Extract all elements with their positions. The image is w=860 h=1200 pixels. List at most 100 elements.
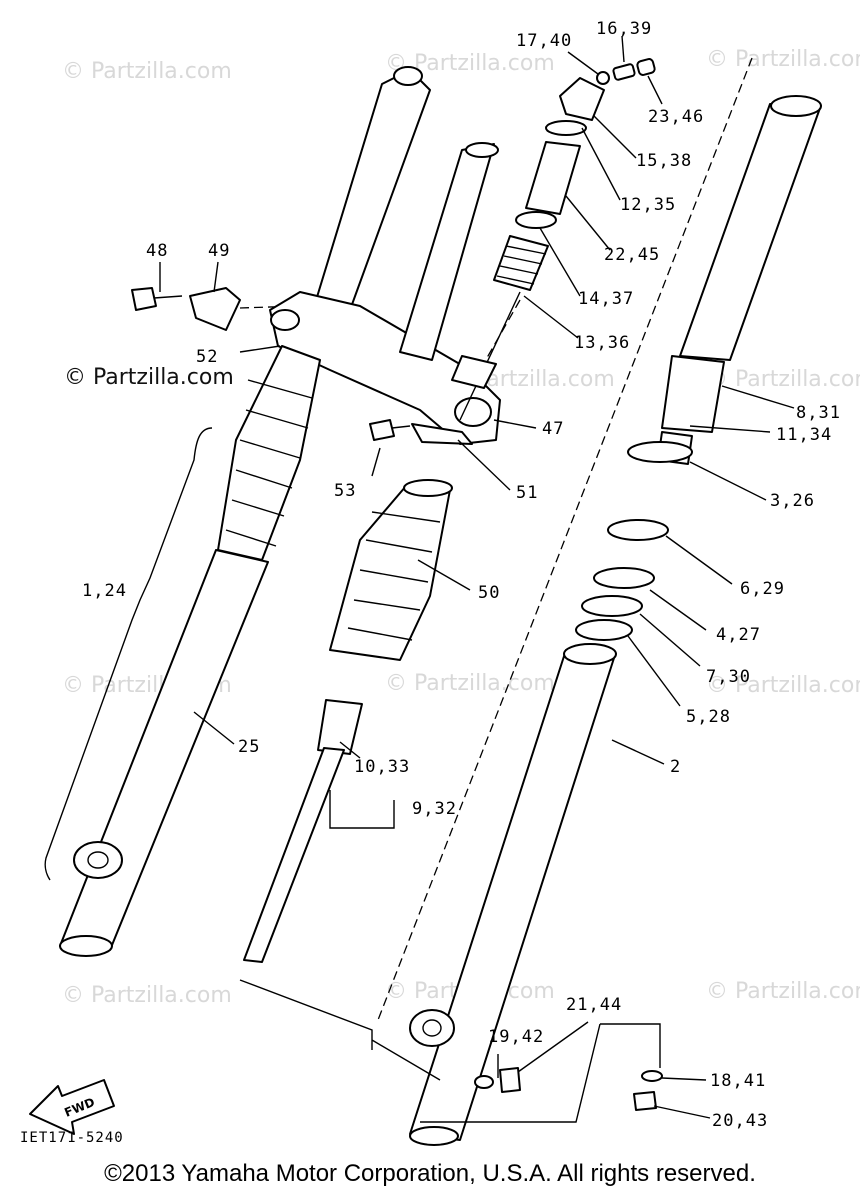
center-parts (243, 479, 453, 963)
washer-19-42 (474, 1075, 494, 1089)
damper-rod-9-32 (243, 747, 345, 963)
callout-21-44: 21,44 (566, 995, 622, 1015)
cap-bolt-15-38 (559, 77, 605, 121)
right-outer-top (563, 643, 617, 665)
callout-15-38: 15,38 (636, 151, 692, 171)
stem-top (465, 142, 499, 158)
clamp-49 (189, 287, 241, 331)
bottom-hardware (239, 979, 663, 1123)
cap-23-46 (636, 58, 656, 76)
top-cap-hardware (451, 58, 656, 421)
diagram-code: IET171-5240 (20, 1130, 124, 1146)
boot-50-folds (347, 511, 441, 641)
right-inner-tube (679, 103, 821, 361)
callout-11-34: 11,34 (776, 425, 832, 445)
callout-5-28: 5,28 (686, 707, 731, 727)
right-leg-parts (409, 95, 822, 1146)
bracket-bolt-boss (454, 397, 492, 427)
callout-2: 2 (670, 757, 681, 777)
watermark-8: © Partzilla.com (706, 673, 860, 698)
o-ring-17-40 (596, 71, 610, 85)
callout-labels: 17,40 16,39 23,46 15,38 12,35 22,45 14,3… (82, 19, 841, 1131)
callout-10-33: 10,33 (354, 757, 410, 777)
callout-4-27: 4,27 (716, 625, 761, 645)
spring-coils (496, 245, 547, 285)
spacer-22-45 (525, 141, 581, 215)
callout-9-32: 9,32 (412, 799, 457, 819)
valve-16-39 (612, 63, 636, 81)
callout-3-26: 3,26 (770, 491, 815, 511)
steering-stem (399, 143, 495, 361)
bolt-53 (369, 419, 395, 441)
callout-13-36: 13,36 (574, 333, 630, 353)
watermark-11: © Partzilla.com (706, 979, 860, 1004)
bushing-8-31 (661, 355, 725, 433)
bolt-48-shank (153, 295, 183, 299)
watermark-3: © Partzilla.com (706, 47, 860, 72)
lower-spring (451, 355, 497, 389)
bolt-48-head (131, 287, 157, 311)
clip-3-26 (627, 441, 693, 463)
left-boot-folds (225, 379, 313, 547)
washer-7-30 (581, 595, 643, 617)
bolt-53-shank (391, 425, 411, 429)
callout-8-31: 8,31 (796, 403, 841, 423)
seat-14-37 (515, 211, 557, 229)
bushing-5-28 (575, 619, 633, 641)
washer-18-41 (641, 1070, 663, 1082)
copyright-notice: ©2013 Yamaha Motor Corporation, U.S.A. A… (104, 1160, 756, 1187)
callout-19-42: 19,42 (488, 1027, 544, 1047)
left-tube-cap (393, 66, 423, 86)
right-axle-hole (422, 1019, 442, 1037)
watermark-7: © Partzilla.com (385, 671, 555, 696)
right-outer-bottom (409, 1126, 459, 1146)
rod-spring-10-33 (317, 699, 363, 755)
right-outer-tube-2 (409, 649, 615, 1141)
watermark-5: © Partzilla.com (706, 367, 860, 392)
watermark-1: © Partzilla.com (62, 59, 232, 84)
callout-1-24: 1,24 (82, 581, 127, 601)
watermark-9: © Partzilla.com (62, 983, 232, 1008)
callout-23-46: 23,46 (648, 107, 704, 127)
callout-16-39: 16,39 (596, 19, 652, 39)
callout-18-41: 18,41 (710, 1071, 766, 1091)
left-fork-assembly (44, 66, 501, 957)
fwd-arrow: FWD (29, 1079, 115, 1135)
brace-1-24 (44, 427, 213, 881)
callout-47: 47 (542, 419, 564, 439)
bracket-clamp-hole (270, 309, 300, 331)
callout-22-45: 22,45 (604, 245, 660, 265)
callout-51: 51 (516, 483, 538, 503)
left-axle-boss (73, 841, 123, 879)
watermark-main: © Partzilla.com (64, 365, 234, 390)
callout-53: 53 (334, 481, 356, 501)
right-leg-axis (377, 57, 753, 1021)
callout-6-29: 6,29 (740, 579, 785, 599)
boot-50 (329, 485, 451, 661)
bottom-bracket-leader (420, 1023, 661, 1123)
callout-25: 25 (238, 737, 260, 757)
spring-13-36 (493, 235, 549, 291)
callout-52: 52 (196, 347, 218, 367)
right-tube-top (770, 95, 822, 117)
seal-6-29 (607, 519, 669, 541)
left-axle-hole (87, 851, 109, 869)
callout-50: 50 (478, 583, 500, 603)
rod-leader (239, 979, 441, 1081)
left-inner-tube (309, 69, 431, 333)
exploded-fork-diagram: © Partzilla.com © Partzilla.com © Partzi… (20, 19, 860, 1146)
bracket-9-32 (329, 790, 395, 829)
boot-50-top (403, 479, 453, 497)
left-tube-bottom (59, 935, 113, 957)
leader-lines (159, 35, 795, 1119)
left-outer-tube (59, 549, 269, 951)
clip-51 (411, 423, 473, 445)
right-axle-boss (409, 1009, 455, 1047)
callout-49: 49 (208, 241, 230, 261)
callout-12-35: 12,35 (620, 195, 676, 215)
spring-axis (459, 291, 521, 421)
bolt-21-44 (499, 1067, 521, 1093)
callout-20-43: 20,43 (712, 1111, 768, 1131)
callout-14-37: 14,37 (578, 289, 634, 309)
clamp-hardware (131, 287, 473, 445)
